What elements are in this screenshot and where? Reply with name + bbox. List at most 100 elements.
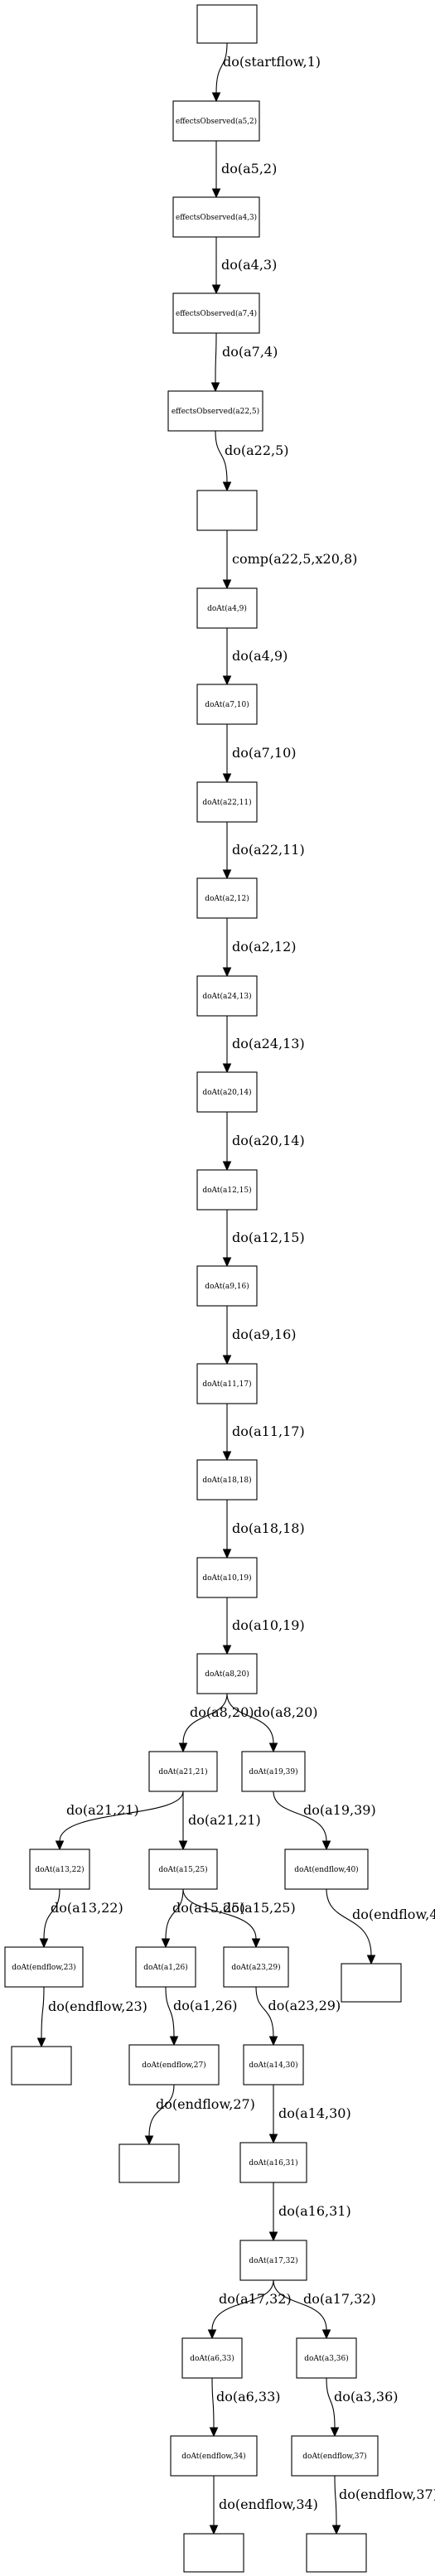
state-node-n2: effectsObserved(a4,3) — [172, 196, 260, 238]
node-label: doAt(a12,15) — [202, 1186, 251, 1195]
arrow-head — [209, 2525, 219, 2535]
node-label: doAt(a1,26) — [143, 1963, 188, 1972]
node-box — [196, 975, 258, 1017]
edge-label: do(a15,25) — [172, 1900, 245, 1916]
arrow-head — [211, 92, 221, 103]
node-label: doAt(a23,29) — [231, 1963, 280, 1972]
edge-n33-n35: do(a6,33) — [209, 2377, 281, 2438]
edge-line — [59, 1791, 184, 1842]
state-node-n15: doAt(a18,18) — [196, 1459, 258, 1501]
edge-n19-n22: do(a19,39) — [273, 1791, 376, 1851]
node-box — [11, 2046, 72, 2085]
state-node-n5 — [196, 490, 258, 531]
node-label: doAt(a20,14) — [202, 1088, 251, 1097]
state-node-n31: doAt(a16,31) — [239, 2142, 307, 2183]
node-box — [148, 1849, 218, 1890]
edge-n28-n30: do(endflow,27) — [144, 2084, 255, 2146]
node-label: doAt(a10,19) — [202, 1573, 251, 1583]
edge-n4-n5: do(a22,5) — [215, 430, 289, 492]
state-node-n35: doAt(endflow,34) — [170, 2435, 258, 2477]
node-label: doAt(endflow,37) — [302, 2452, 366, 2461]
arrow-head — [222, 481, 232, 492]
node-label: doAt(a11,17) — [202, 1380, 251, 1389]
edge-label: do(endflow,34) — [219, 2496, 318, 2512]
edge-label: do(a10,19) — [232, 1617, 305, 1633]
edge-label: do(a22,11) — [232, 842, 305, 858]
state-node-n1: effectsObserved(a5,2) — [172, 100, 260, 142]
arrow-head — [222, 1549, 232, 1559]
edge-label: do(a21,21) — [66, 1802, 139, 1818]
node-box — [196, 1557, 258, 1598]
arrow-head — [211, 188, 221, 199]
node-label: doAt(a18,18) — [202, 1476, 251, 1485]
node-box — [196, 1363, 258, 1404]
arrow-head — [222, 579, 232, 590]
node-label: doAt(a17,32) — [249, 2256, 297, 2265]
state-node-n26 — [341, 1963, 402, 2003]
node-box — [170, 2435, 258, 2477]
state-node-n30 — [118, 2143, 180, 2183]
node-label: doAt(a15,25) — [158, 1865, 207, 1874]
edge-line — [326, 1888, 372, 1956]
state-node-n20: doAt(a13,22) — [29, 1849, 90, 1890]
node-box — [196, 1071, 258, 1113]
edge-n20-n23: do(a13,22) — [39, 1888, 123, 1949]
state-node-n11: doAt(a20,14) — [196, 1071, 258, 1113]
node-box — [172, 292, 260, 334]
state-node-n3: effectsObserved(a7,4) — [172, 292, 260, 334]
edge-n21-n24: do(a15,25) — [161, 1888, 245, 1949]
edge-n17-n19: do(a8,20) — [226, 1693, 318, 1753]
edge-line — [211, 2279, 274, 2331]
node-box — [135, 1946, 196, 1988]
edge-n0-n1: do(startflow,1) — [211, 42, 321, 103]
arrow-head — [222, 1161, 232, 1172]
arrow-head — [268, 1742, 278, 1753]
edge-n36-n38: do(endflow,37) — [331, 2475, 435, 2535]
arrow-head — [55, 1840, 65, 1851]
arrow-head — [268, 2134, 278, 2144]
edge-label: do(a24,13) — [232, 1036, 305, 1051]
arrow-head — [330, 2427, 340, 2438]
node-label: doAt(a21,21) — [158, 1767, 207, 1776]
arrow-head — [222, 967, 232, 978]
node-box — [196, 1653, 258, 1694]
edge-n11-n12: do(a20,14) — [222, 1112, 305, 1172]
arrow-head — [268, 2036, 278, 2047]
state-node-n34: doAt(a3,36) — [296, 2337, 357, 2379]
node-box — [239, 2240, 307, 2281]
arrow-head — [161, 1938, 171, 1949]
edge-label: do(a6,33) — [216, 2389, 281, 2404]
arrow-head — [178, 1742, 188, 1753]
node-label: doAt(a9,16) — [205, 1282, 249, 1291]
node-box — [241, 1751, 306, 1792]
edge-label: do(a4,9) — [232, 648, 288, 664]
node-box — [172, 196, 260, 238]
edge-label: do(a20,14) — [232, 1133, 305, 1148]
node-label: doAt(a7,10) — [205, 700, 249, 709]
node-label: doAt(a22,11) — [202, 798, 251, 807]
state-node-n10: doAt(a24,13) — [196, 975, 258, 1017]
state-node-n9: doAt(a2,12) — [196, 877, 258, 919]
node-box — [172, 100, 260, 142]
edge-line — [165, 1888, 184, 1940]
edge-line — [215, 430, 228, 483]
edge-n21-n25: do(a15,25) — [182, 1888, 296, 1949]
edge-label: do(a9,16) — [232, 1327, 297, 1342]
state-node-n32: doAt(a17,32) — [239, 2240, 307, 2281]
edge-line — [215, 42, 228, 94]
edge-line — [334, 2475, 337, 2526]
arrow-head — [222, 675, 232, 686]
edge-label: do(a7,4) — [222, 344, 278, 360]
node-label: doAt(a16,31) — [249, 2158, 297, 2168]
edge-n31-n32: do(a16,31) — [268, 2182, 351, 2242]
node-box — [196, 1169, 258, 1211]
edge-n22-n26: do(endflow,40) — [326, 1888, 435, 1965]
node-label: effectsObserved(a4,3) — [176, 213, 257, 222]
edge-n14-n15: do(a11,17) — [222, 1404, 305, 1462]
state-node-n14: doAt(a11,17) — [196, 1363, 258, 1404]
arrow-head — [178, 1840, 188, 1851]
edge-label: do(endflow,23) — [48, 1998, 147, 2014]
node-box — [341, 1963, 402, 2003]
node-label: doAt(endflow,34) — [181, 2452, 245, 2461]
node-label: doAt(a24,13) — [202, 992, 251, 1001]
